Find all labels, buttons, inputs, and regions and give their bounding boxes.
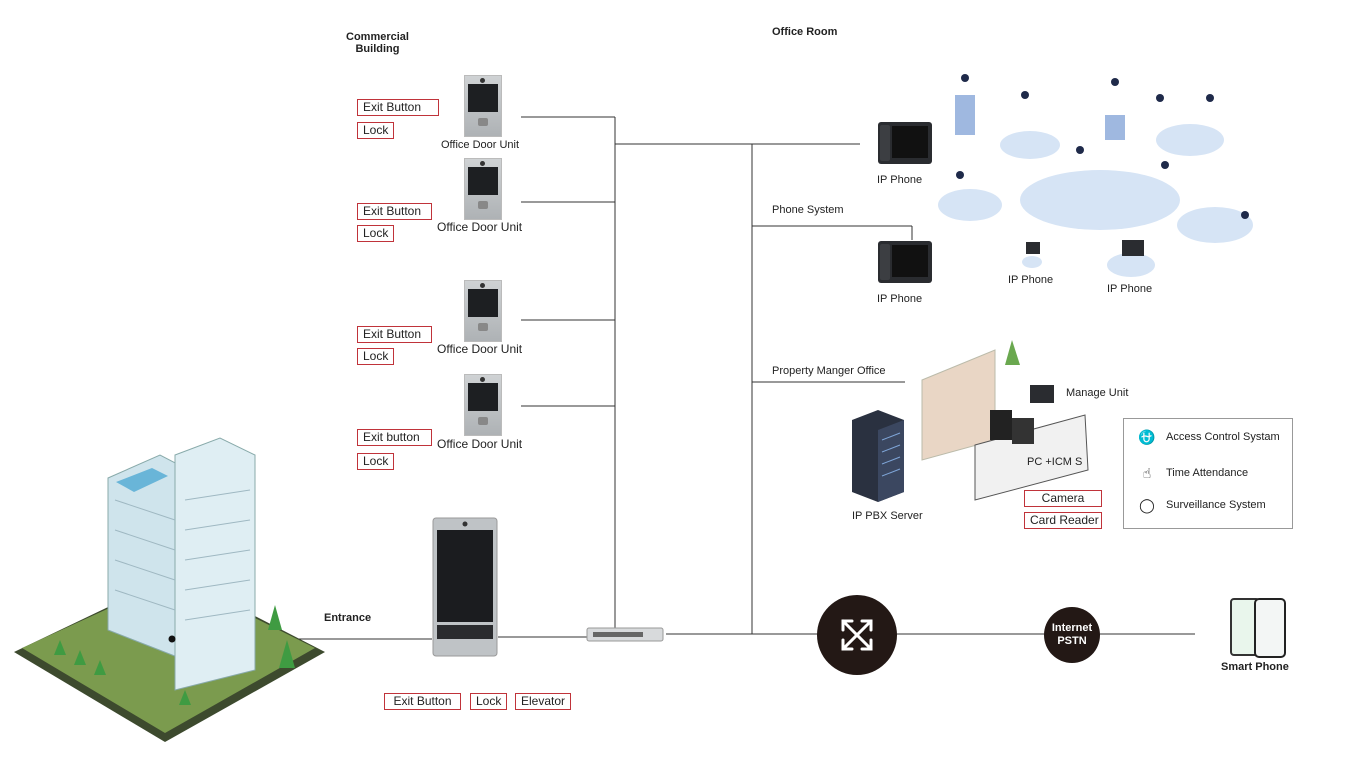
entrance-label: Entrance	[324, 612, 372, 624]
pc-icms-label: PC +ICM S	[1027, 456, 1083, 468]
smart-phone-label: Smart Phone	[1221, 661, 1289, 673]
camera-icon: ◯	[1139, 496, 1155, 513]
ip-phone-icon	[1122, 240, 1144, 256]
ip-phone-icon	[878, 241, 932, 283]
office-door-unit-3	[464, 280, 502, 342]
exit-button-tag: Exit Button	[357, 203, 432, 220]
office-door-unit-2	[464, 158, 502, 220]
office-door-unit-label: Office Door Unit	[437, 342, 523, 356]
building-illustration	[14, 437, 325, 742]
legend-item: ◯Surveillance System	[1136, 496, 1266, 514]
pbx-server	[852, 410, 904, 502]
office-room-illustration	[938, 95, 1253, 277]
ip-phone-label: IP Phone	[877, 174, 923, 186]
exit-button-tag: Exit Button	[357, 326, 432, 343]
office-door-unit-label: Office Door Unit	[437, 437, 523, 451]
exit-button-tag: Exit button	[357, 429, 432, 446]
legend-item: ☝Time Attendance	[1136, 464, 1248, 482]
keycard-icon: ⛎	[1138, 428, 1156, 445]
entrance-lock-tag: Lock	[470, 693, 508, 710]
system-legend: ⛎Access Control Systam ☝Time Attendance …	[1123, 418, 1293, 529]
ip-phone-label: IP Phone	[877, 293, 923, 305]
entrance-door-panel	[432, 517, 498, 657]
pbx-server-label: IP PBX Server	[852, 510, 923, 522]
ip-phone-label: IP Phone	[1107, 283, 1153, 295]
arrows-expand-icon	[841, 619, 873, 651]
fingertip-icon: ☝	[1142, 464, 1152, 481]
network-hub-icon	[817, 595, 897, 675]
office-door-unit-1	[464, 75, 502, 137]
lock-tag: Lock	[357, 122, 395, 139]
lock-tag: Lock	[357, 453, 395, 470]
lock-tag: Lock	[357, 348, 395, 365]
office-door-unit-4	[464, 374, 502, 436]
internet-pstn-node: Internet PSTN	[1044, 607, 1100, 663]
phone-system-label: Phone System	[772, 204, 844, 216]
ip-phone-icon	[1026, 242, 1040, 254]
office-door-unit-label: Office Door Unit	[441, 139, 520, 151]
exit-button-tag: Exit Button	[357, 99, 439, 116]
camera-tag: Camera	[1024, 490, 1102, 507]
ip-phone-icon	[878, 122, 932, 164]
office-room-heading: Office Room	[772, 26, 838, 38]
manage-unit-label: Manage Unit	[1066, 387, 1129, 399]
ip-phone-label: IP Phone	[1008, 274, 1054, 286]
entrance-exit-button-tag: Exit Button	[384, 693, 461, 710]
smart-phone-icon	[1254, 598, 1286, 658]
commercial-building-heading: Commercial Building	[346, 31, 409, 55]
lock-tag: Lock	[357, 225, 395, 242]
manager-desk-illustration	[921, 340, 1089, 501]
legend-item: ⛎Access Control Systam	[1136, 428, 1279, 446]
property-office-label: Property Manger Office	[772, 365, 886, 377]
entrance-elevator-tag: Elevator	[515, 693, 572, 710]
network-switch	[586, 627, 664, 642]
card-reader-tag: Card Reader	[1024, 512, 1102, 529]
office-door-unit-label: Office Door Unit	[437, 220, 523, 234]
